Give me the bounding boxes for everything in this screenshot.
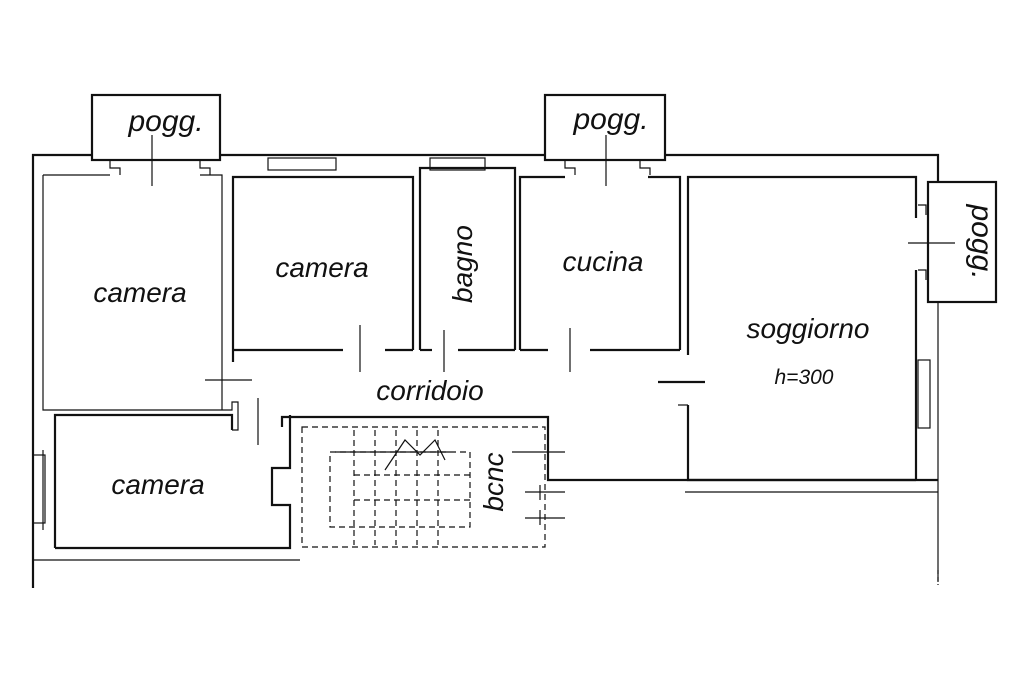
bathroom-label: bagno bbox=[447, 225, 478, 303]
balcony-1: pogg. bbox=[90, 93, 222, 186]
corridor: corridoio bbox=[205, 375, 484, 445]
living-room-label: soggiorno bbox=[747, 313, 870, 344]
balcony-2-label: pogg. bbox=[572, 103, 648, 136]
balcony-3: pogg. bbox=[908, 180, 998, 304]
balcony-1-label: pogg. bbox=[127, 105, 203, 138]
balcony-2: pogg. bbox=[543, 93, 667, 186]
bedroom-2: camera bbox=[231, 157, 415, 372]
kitchen: cucina bbox=[518, 175, 682, 372]
living-room: soggiorno h=300 bbox=[658, 175, 938, 493]
bedroom-3-label: camera bbox=[111, 469, 204, 500]
living-room-height: h=300 bbox=[775, 366, 834, 389]
outer-walls bbox=[31, 153, 940, 588]
stairwell-label: bcnc bbox=[478, 452, 509, 511]
bedroom-2-label: camera bbox=[275, 252, 368, 283]
balcony-3-label: pogg. bbox=[965, 203, 998, 279]
kitchen-label: cucina bbox=[563, 246, 644, 277]
bedroom-3: camera bbox=[32, 413, 292, 550]
corridor-label: corridoio bbox=[376, 375, 483, 406]
bedroom-1-label: camera bbox=[93, 277, 186, 308]
bedroom-1: camera bbox=[43, 174, 223, 410]
stairwell: bcnc bbox=[280, 415, 938, 548]
bathroom: bagno bbox=[418, 157, 517, 372]
